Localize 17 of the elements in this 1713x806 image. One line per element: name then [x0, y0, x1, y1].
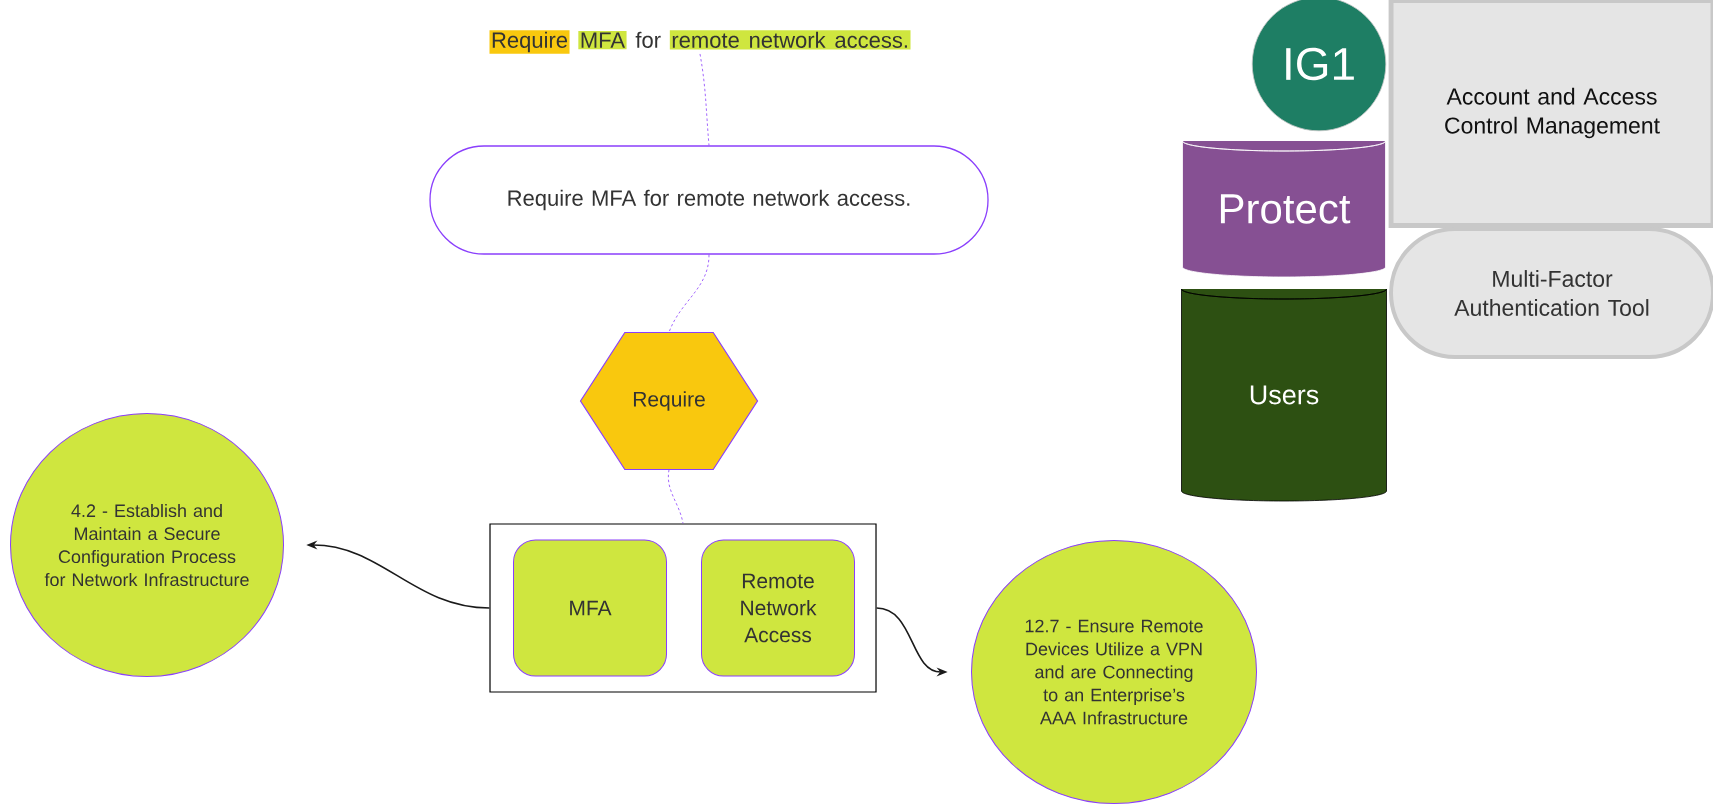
tool-pill: Multi-Factor Authentication Tool: [1389, 227, 1713, 359]
node-label: Require: [492, 31, 568, 53]
group-badge: IG1: [1251, 0, 1387, 132]
keyword-box: Remote Network Access: [701, 539, 855, 677]
category-box: Account and Access Control Management: [1388, 0, 1713, 228]
node-label: MFA: [581, 32, 626, 48]
asset-cylinder: Users: [1181, 288, 1387, 502]
node-label: for: [635, 31, 661, 48]
statement-pill: Require MFA for remote network access.: [429, 145, 989, 255]
keyword-box: MFA: [513, 539, 667, 677]
connector-line: [699, 53, 710, 146]
connector-line: [668, 254, 710, 333]
connector-line: [668, 469, 684, 524]
group-frame: [489, 523, 877, 693]
highlighted-sentence: Require MFA for remote network access.: [489, 30, 911, 54]
action-hexagon: Require: [579, 331, 759, 471]
function-cylinder: Protect: [1182, 140, 1386, 278]
